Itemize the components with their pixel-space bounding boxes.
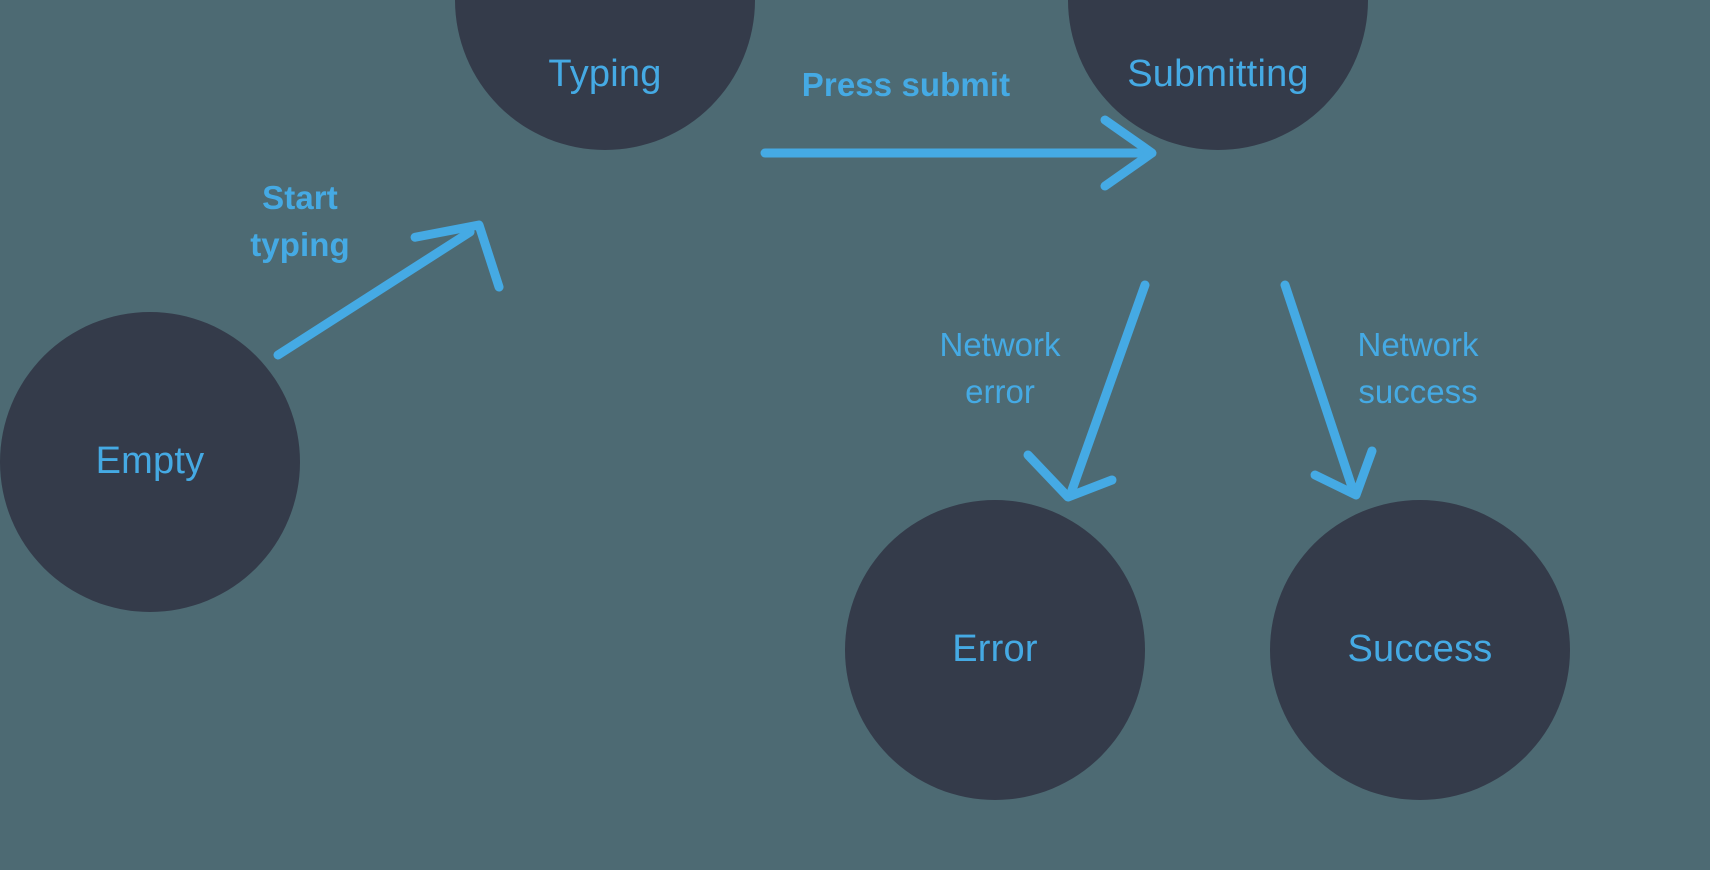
edge-start-typing-arrowhead bbox=[410, 220, 504, 292]
edge-start-typing-line bbox=[273, 227, 475, 360]
edge-network-error-arrowhead bbox=[1023, 450, 1117, 502]
state-label-empty: Empty bbox=[95, 440, 205, 483]
state-label-success: Success bbox=[1347, 628, 1493, 671]
edge-label-start-typing: Start typing bbox=[250, 179, 350, 263]
state-label-error: Error bbox=[952, 628, 1038, 671]
state-label-typing: Typing bbox=[548, 53, 662, 96]
edge-network-success-arrowhead bbox=[1310, 446, 1377, 500]
edge-network-error-line bbox=[1067, 280, 1150, 495]
state-node-empty[interactable]: Empty bbox=[0, 312, 300, 612]
edge-press-submit bbox=[760, 115, 1157, 191]
edge-label-network-success: Network success bbox=[1357, 326, 1479, 410]
state-node-success[interactable]: Success bbox=[1270, 500, 1570, 800]
edge-start-typing bbox=[273, 220, 504, 360]
edge-network-success-line bbox=[1280, 280, 1357, 492]
edge-label-network-error: Network error bbox=[939, 326, 1061, 410]
edge-network-error bbox=[1023, 280, 1150, 502]
state-node-error[interactable]: Error bbox=[845, 500, 1145, 800]
state-label-submitting: Submitting bbox=[1127, 53, 1309, 96]
edge-press-submit-arrowhead bbox=[1100, 115, 1157, 191]
edge-label-press-submit: Press submit bbox=[801, 66, 1011, 103]
edge-network-success bbox=[1280, 280, 1377, 500]
